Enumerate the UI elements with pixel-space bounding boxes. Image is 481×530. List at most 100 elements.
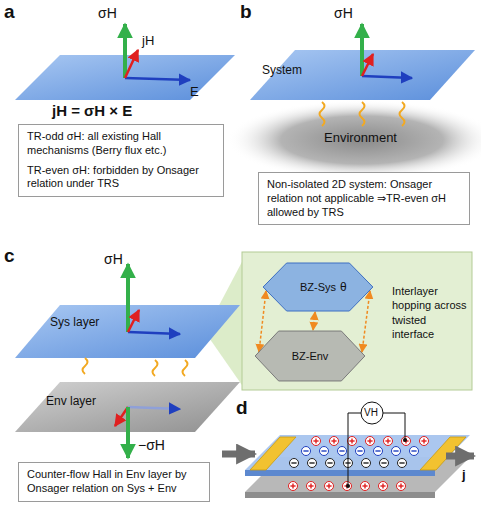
current-out-arrow: [446, 453, 474, 460]
counter-hall-arrow: [126, 407, 130, 458]
charge: [356, 447, 365, 456]
charge: [361, 482, 370, 491]
charge: [392, 447, 401, 456]
caption-box: Counter-flow Hall in Env layer by Onsage…: [18, 462, 210, 502]
charge-circle: [302, 447, 311, 456]
charge: [308, 459, 317, 468]
charge-bar: [309, 462, 314, 463]
field-arrow: [128, 332, 180, 334]
charge-bar: [423, 438, 424, 443]
electrode: [250, 437, 296, 470]
charge-circle: [420, 437, 429, 446]
charge-circle: [290, 459, 299, 468]
charge: [402, 437, 411, 446]
charge-circle: [379, 482, 388, 491]
panel-letter: b: [240, 2, 252, 23]
hall-arrow: [126, 264, 130, 332]
charge-bar: [387, 438, 388, 443]
charge-bar: [351, 438, 352, 443]
inset-panel: Interlayer hopping across twisted interf…: [242, 252, 472, 390]
layer-label: Env layer: [46, 395, 96, 408]
charge: [325, 482, 334, 491]
charge-circle: [289, 482, 298, 491]
charge-bar: [411, 450, 416, 451]
current-label: j: [462, 468, 466, 482]
charge-circle: [343, 482, 352, 491]
hall-current-label: jH: [142, 34, 154, 48]
charge-circle: [362, 459, 371, 468]
hall-conductivity-label: −σH: [138, 438, 165, 453]
charge-circle: [307, 482, 316, 491]
charge-circle: [402, 437, 411, 446]
charge-bar: [303, 450, 308, 451]
field-arrow: [128, 407, 180, 409]
current-in-arrow: [222, 451, 255, 458]
charge: [302, 447, 311, 456]
charge-bar: [363, 462, 368, 463]
charge-circle: [384, 437, 393, 446]
charge-bar: [357, 450, 362, 451]
note-text: Interlayer hopping across twisted interf…: [392, 284, 468, 341]
note-text: TR-odd σH: all existing Hall mechanisms …: [27, 130, 215, 158]
hall-conductivity-label: σH: [334, 6, 353, 21]
charge: [307, 482, 316, 491]
equation: jH = σH × E: [52, 103, 132, 120]
charge-bar: [292, 483, 293, 488]
charge: [366, 437, 375, 446]
charge: [410, 447, 419, 456]
hexagon-shape: [263, 263, 373, 311]
charge: [338, 447, 347, 456]
hexagon-shape: [255, 331, 365, 381]
charge: [348, 437, 357, 446]
charge-bar: [291, 462, 296, 463]
voltmeter-lead: [348, 413, 361, 486]
current-arrow: [125, 50, 138, 78]
current-arrow: [128, 310, 139, 332]
layer-label: Sys layer: [50, 316, 99, 329]
field-arrow: [362, 76, 412, 78]
charge: [320, 447, 329, 456]
field-label: E: [190, 85, 199, 99]
charge-circle: [330, 437, 339, 446]
charge-bar: [310, 483, 311, 488]
charge: [397, 482, 406, 491]
hall-conductivity-label: σH: [104, 252, 123, 267]
charge-bar: [375, 450, 380, 451]
layer-label: System: [262, 64, 302, 77]
brillouin-zone-hexagon: BZ-Sys: [262, 262, 374, 312]
charge-bar: [369, 438, 370, 443]
charge-circle: [392, 447, 401, 456]
field-arrow: [125, 78, 190, 80]
charge-symbols: [289, 437, 429, 491]
voltmeter: [361, 402, 383, 424]
caption-box: TR-odd σH: all existing Hall mechanisms …: [18, 124, 224, 197]
charge-bar: [364, 483, 365, 488]
brillouin-zone-hexagon: BZ-Env: [254, 330, 366, 382]
charge-circle: [348, 437, 357, 446]
zone-label: BZ-Sys: [300, 281, 336, 293]
current-arrow: [362, 54, 373, 76]
charge-circle: [338, 447, 347, 456]
charge: [362, 459, 371, 468]
charge: [384, 437, 393, 446]
charge: [330, 437, 339, 446]
charge: [343, 482, 352, 491]
charge-bar: [327, 462, 332, 463]
charge: [374, 447, 383, 456]
charge-circle: [312, 437, 321, 446]
charge-circle: [356, 447, 365, 456]
inset-panel: [242, 252, 472, 390]
hopping-connector: [313, 312, 315, 330]
charge-bar: [393, 450, 398, 451]
charge-circle: [326, 459, 335, 468]
coupling-waves: [320, 102, 405, 126]
panel-letter: a: [4, 2, 15, 23]
charge-circle: [308, 459, 317, 468]
charge-circle: [380, 459, 389, 468]
charge: [398, 459, 407, 468]
layer-label: Environment: [324, 131, 397, 145]
charge: [289, 482, 298, 491]
hall-arrow: [123, 24, 127, 78]
charge-bar: [333, 438, 334, 443]
